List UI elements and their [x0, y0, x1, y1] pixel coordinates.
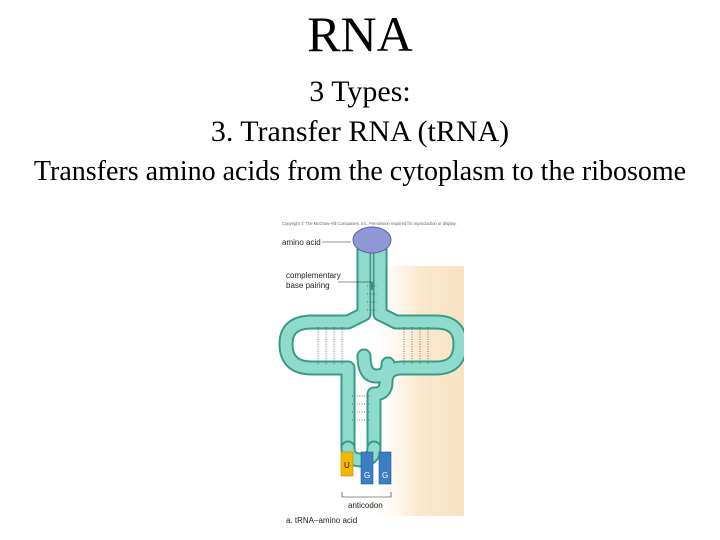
complementary-label: complementary [286, 271, 341, 280]
base-g1-label: G [364, 471, 370, 480]
anticodon-label: anticodon [348, 501, 383, 510]
amino-acid-label: amino acid [282, 238, 321, 247]
slide-description: Transfers amino acids from the cytoplasm… [0, 154, 720, 190]
trna-diagram: Copyright © The McGraw-Hill Companies, I… [278, 216, 464, 530]
base-u-label: U [344, 461, 350, 470]
slide-subtitle: 3 Types: [0, 74, 720, 110]
base-g2-label: G [382, 471, 388, 480]
amino-acid-icon [353, 227, 391, 253]
copyright-text: Copyright © The McGraw-Hill Companies, I… [282, 221, 457, 226]
trna-figure: Copyright © The McGraw-Hill Companies, I… [278, 216, 464, 530]
slide-heading: 3. Transfer RNA (tRNA) [0, 114, 720, 150]
base-pairing-label: base pairing [286, 281, 330, 290]
figure-caption: a. tRNA–amino acid [286, 516, 357, 525]
slide-title: RNA [0, 4, 720, 64]
